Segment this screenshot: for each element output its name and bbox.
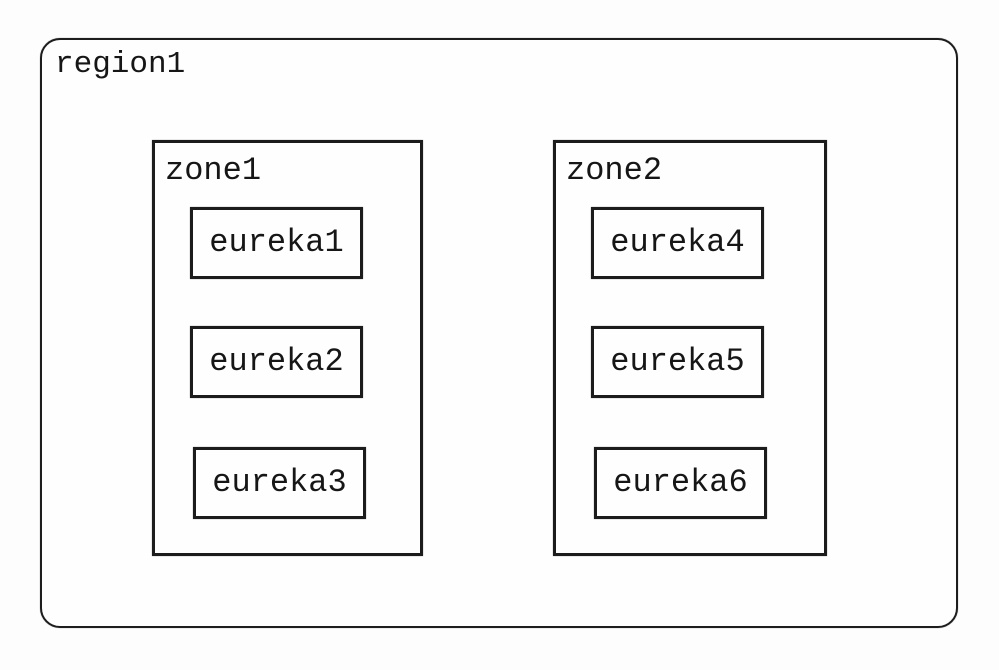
node-box: eureka1 [190, 207, 363, 279]
region-label: region1 [55, 47, 186, 82]
node-label: eureka5 [610, 343, 745, 380]
node-label: eureka3 [212, 464, 347, 501]
node-box: eureka3 [193, 447, 366, 519]
node-box: eureka4 [591, 207, 764, 279]
zone-box-2: zone2 eureka4 eureka5 eureka6 [553, 140, 827, 556]
zone-label: zone2 [566, 152, 663, 189]
node-box: eureka2 [190, 326, 363, 398]
node-label: eureka4 [610, 224, 745, 261]
node-box: eureka5 [591, 326, 764, 398]
node-box: eureka6 [594, 447, 767, 519]
region-box: region1 zone1 eureka1 eureka2 eureka3 zo… [40, 38, 958, 628]
zone-box-1: zone1 eureka1 eureka2 eureka3 [152, 140, 423, 556]
zone-label: zone1 [165, 152, 262, 189]
node-label: eureka2 [209, 343, 344, 380]
node-label: eureka1 [209, 224, 344, 261]
node-label: eureka6 [613, 464, 748, 501]
